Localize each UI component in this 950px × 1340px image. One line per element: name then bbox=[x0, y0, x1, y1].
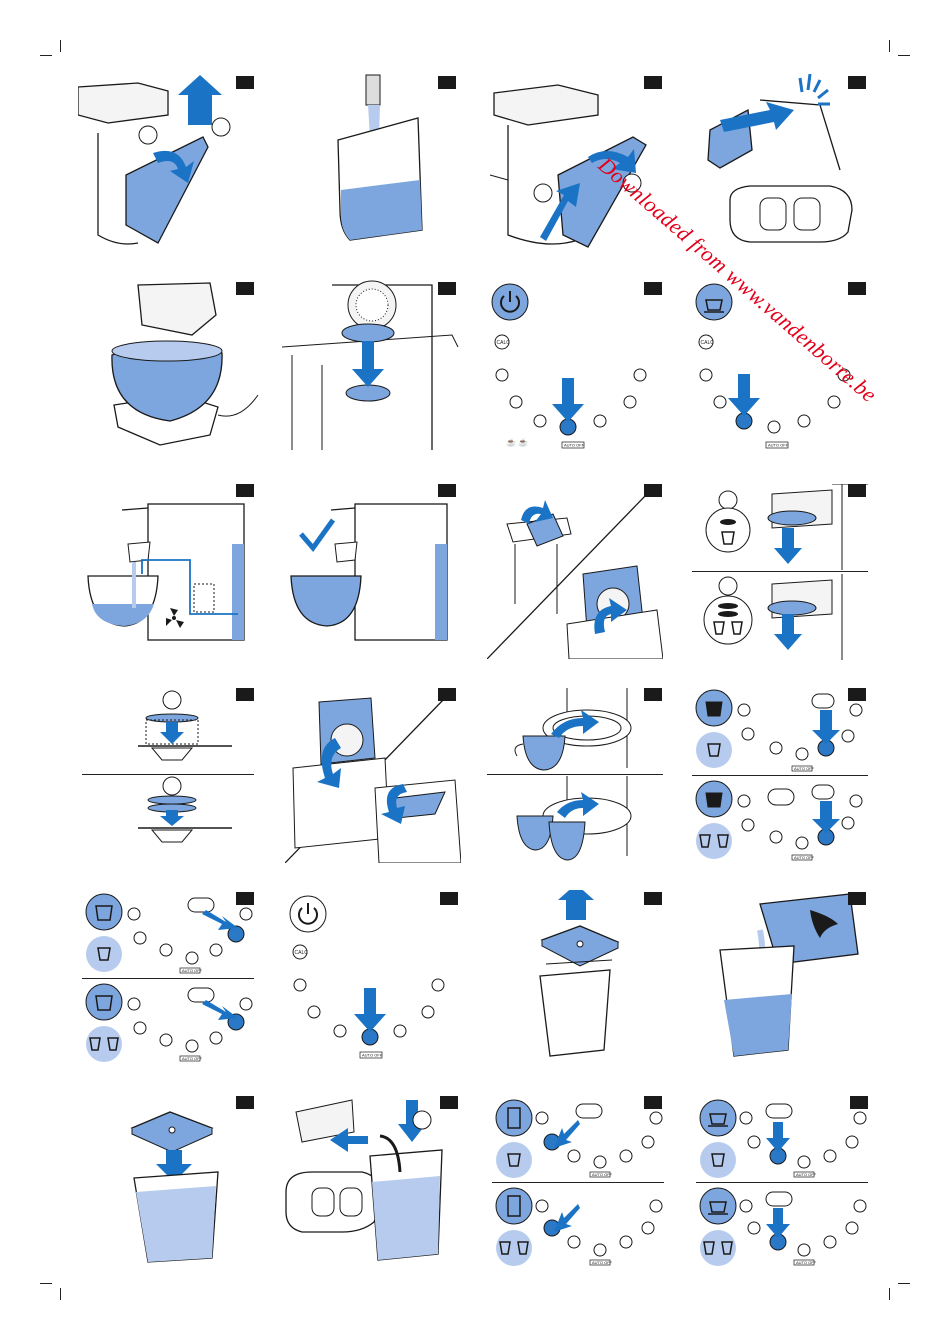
divider bbox=[492, 1182, 664, 1183]
divider bbox=[692, 775, 868, 776]
step-badge bbox=[848, 892, 866, 905]
step-badge bbox=[438, 484, 456, 497]
step-badge bbox=[236, 892, 254, 905]
svg-text:AUTO OFF: AUTO OFF bbox=[768, 443, 789, 448]
step-remove-water-tank bbox=[78, 75, 258, 255]
step-place-bowl bbox=[100, 275, 260, 455]
svg-text:AUTO OFF: AUTO OFF bbox=[182, 1056, 203, 1061]
step-panel-single-mild: AUTO OFF bbox=[82, 890, 258, 976]
step-switch-off: CALC AUTO OFF bbox=[288, 892, 464, 1062]
step-badge bbox=[644, 282, 662, 295]
step-panel-single-strong: AUTO OFF bbox=[692, 686, 868, 774]
espresso-icon bbox=[706, 702, 722, 716]
step-press-power-button: CALC AUTO OFF ☕ ☕ bbox=[488, 280, 668, 452]
svg-text:AUTO OFF: AUTO OFF bbox=[794, 766, 815, 771]
crop-mark bbox=[60, 40, 61, 52]
crop-mark bbox=[60, 1288, 61, 1300]
step-badge bbox=[438, 282, 456, 295]
step-place-one-pod bbox=[82, 688, 258, 774]
step-insert-pod-holder bbox=[282, 275, 460, 455]
step-place-two-cups bbox=[487, 776, 663, 862]
crop-mark bbox=[40, 55, 52, 56]
step-badge bbox=[848, 282, 866, 295]
step-badge bbox=[440, 892, 458, 905]
divider bbox=[487, 774, 663, 775]
step-pod-holder-single bbox=[692, 484, 868, 570]
step-panel-double-mild: AUTO OFF bbox=[82, 980, 258, 1066]
crop-mark bbox=[898, 1283, 910, 1284]
step-badge bbox=[440, 1096, 458, 1109]
step-insert-water-tank bbox=[488, 75, 668, 255]
step-badge bbox=[850, 1096, 868, 1109]
step-close-milk-lid bbox=[118, 1092, 268, 1264]
cup-icon: ☕ ☕ bbox=[506, 437, 528, 447]
step-badge bbox=[644, 688, 662, 701]
checkmark-icon bbox=[301, 520, 333, 548]
crop-mark bbox=[40, 1283, 52, 1284]
step-close-lid bbox=[285, 688, 461, 863]
svg-text:AUTO OFF: AUTO OFF bbox=[592, 1260, 613, 1265]
svg-text:CALC: CALC bbox=[701, 340, 715, 346]
svg-text:AUTO OFF: AUTO OFF bbox=[182, 968, 203, 973]
step-open-lid bbox=[487, 484, 663, 659]
step-badge bbox=[438, 688, 456, 701]
step-place-two-pods bbox=[82, 776, 258, 862]
step-remove-milk-lid bbox=[520, 890, 670, 1062]
step-pour-milk bbox=[700, 890, 870, 1062]
divider bbox=[82, 978, 254, 979]
step-badge bbox=[644, 484, 662, 497]
splash-icon bbox=[800, 74, 830, 104]
crop-mark bbox=[889, 1288, 890, 1300]
svg-text:AUTO OFF: AUTO OFF bbox=[592, 1172, 613, 1177]
step-badge bbox=[644, 76, 662, 89]
step-water-flow-into-bowl bbox=[82, 484, 258, 644]
step-pod-holder-double bbox=[692, 574, 868, 660]
crop-mark bbox=[889, 40, 890, 52]
step-badge bbox=[236, 688, 254, 701]
step-panel-double-strong: AUTO OFF bbox=[692, 777, 868, 863]
svg-text:AUTO OFF: AUTO OFF bbox=[796, 1172, 817, 1177]
step-panel-cappuccino-double: AUTO OFF bbox=[696, 1184, 872, 1270]
step-fill-water-tank bbox=[300, 70, 460, 255]
step-badge bbox=[236, 1096, 254, 1109]
svg-text:CALC: CALC bbox=[497, 340, 511, 346]
step-badge bbox=[848, 76, 866, 89]
step-place-one-cup bbox=[487, 688, 663, 774]
step-badge bbox=[848, 484, 866, 497]
step-rinse-complete bbox=[285, 484, 461, 644]
step-badge bbox=[236, 484, 254, 497]
crop-mark bbox=[898, 55, 910, 56]
svg-text:AUTO OFF: AUTO OFF bbox=[794, 855, 815, 860]
divider bbox=[692, 571, 868, 572]
divider bbox=[696, 1182, 868, 1183]
step-press-lever bbox=[690, 70, 870, 250]
svg-text:AUTO OFF: AUTO OFF bbox=[796, 1260, 817, 1265]
step-panel-cappuccino-single: AUTO OFF bbox=[696, 1094, 872, 1180]
step-badge bbox=[644, 892, 662, 905]
svg-text:CALC: CALC bbox=[295, 950, 309, 956]
espresso-icon bbox=[706, 793, 722, 807]
step-badge bbox=[848, 688, 866, 701]
step-badge bbox=[644, 1096, 662, 1109]
step-connect-milk-tube bbox=[282, 1092, 462, 1264]
step-panel-latte-single: AUTO OFF bbox=[492, 1094, 668, 1180]
divider bbox=[82, 774, 254, 775]
svg-text:AUTO OFF: AUTO OFF bbox=[564, 443, 585, 448]
step-badge bbox=[438, 76, 456, 89]
step-badge bbox=[236, 76, 254, 89]
step-panel-latte-double: AUTO OFF bbox=[492, 1184, 668, 1270]
svg-text:AUTO OFF: AUTO OFF bbox=[362, 1053, 383, 1058]
step-badge bbox=[236, 282, 254, 295]
